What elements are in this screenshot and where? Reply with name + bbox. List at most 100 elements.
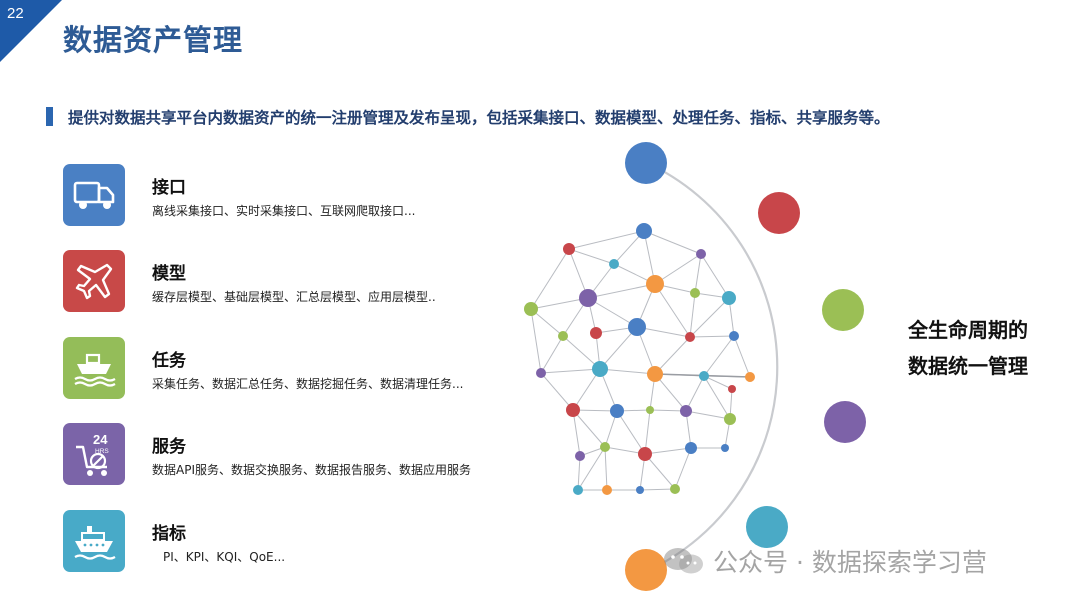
watermark-text: 公众号 · 数据探索学习营 <box>713 548 987 577</box>
network-node <box>646 406 654 414</box>
network-edge <box>599 326 638 370</box>
lifecycle-line-2: 数据统一管理 <box>908 354 1028 378</box>
network-edge <box>703 335 735 377</box>
lifecycle-circle <box>625 142 667 184</box>
network-edge <box>568 230 645 250</box>
network-edge <box>703 375 731 420</box>
network-edge <box>587 297 638 328</box>
network-edge <box>530 297 589 310</box>
category-desc: 采集任务、数据汇总任务、数据挖掘任务、数据清理任务... <box>152 377 464 391</box>
lifecycle-circle <box>625 549 667 591</box>
network-edge <box>654 283 691 338</box>
network-edge <box>530 308 542 374</box>
network-edge <box>700 253 730 299</box>
icon-24-text: 24 <box>93 432 108 447</box>
network-edge <box>639 488 676 491</box>
network-node <box>602 485 612 495</box>
network-node <box>573 485 583 495</box>
network-edge <box>703 375 733 390</box>
network-edge <box>694 253 702 294</box>
network-edge <box>599 368 656 375</box>
network-node <box>722 291 736 305</box>
network-node <box>696 249 706 259</box>
network-node <box>680 405 692 417</box>
category-title: 指标 <box>152 524 186 544</box>
network-node <box>685 332 695 342</box>
network-node <box>563 243 575 255</box>
network-edge <box>572 368 601 411</box>
network-edge <box>685 375 705 412</box>
lifecycle-circle <box>746 506 788 548</box>
lifecycle-caption: 全生命周期的 数据统一管理 <box>908 312 1028 384</box>
page-number: 22 <box>7 5 24 22</box>
network-edge <box>644 409 651 455</box>
category-title: 接口 <box>152 178 186 198</box>
category-desc: 缓存层模型、基础层模型、汇总层模型、应用层模型.. <box>152 290 436 304</box>
network-edge <box>649 409 687 412</box>
network-edge <box>654 336 691 375</box>
network-edge <box>562 335 601 370</box>
network-edge <box>643 230 656 285</box>
wechat-icon <box>664 548 703 574</box>
category-title: 模型 <box>152 264 186 284</box>
network-edge <box>540 368 601 374</box>
network-edge <box>572 409 618 412</box>
network-node <box>579 289 597 307</box>
network-edge <box>644 453 676 490</box>
network-node <box>729 331 739 341</box>
network-edge <box>572 409 581 457</box>
network-node <box>536 368 546 378</box>
category-desc: PI、KPI、KQI、QoE... <box>163 550 286 564</box>
network-node <box>590 327 602 339</box>
lifecycle-line-1: 全生命周期的 <box>908 318 1028 342</box>
network-edge <box>674 447 692 490</box>
network-node <box>600 442 610 452</box>
network-node <box>636 223 652 239</box>
network-edge <box>689 335 735 338</box>
ship-icon <box>63 337 125 399</box>
network-node <box>628 318 646 336</box>
category-title: 任务 <box>152 351 186 371</box>
network-edge <box>604 446 608 491</box>
truck-icon <box>63 164 125 226</box>
network-node <box>636 486 644 494</box>
network-edge <box>643 230 702 255</box>
data-network-graphic <box>524 142 866 591</box>
network-edge <box>654 373 687 412</box>
page-title: 数据资产管理 <box>63 23 244 57</box>
network-edge <box>689 292 696 338</box>
category-title: 服务 <box>152 437 186 457</box>
network-edge <box>733 335 751 378</box>
airplane-icon <box>63 250 125 312</box>
network-node <box>610 404 624 418</box>
network-node <box>685 442 697 454</box>
network-edge <box>577 446 606 491</box>
network-node <box>728 385 736 393</box>
network-node <box>745 372 755 382</box>
network-edge <box>685 410 692 449</box>
lifecycle-circle <box>824 401 866 443</box>
network-node <box>724 413 736 425</box>
network-edge <box>689 297 730 338</box>
page-number-badge <box>0 0 62 62</box>
network-edge <box>540 335 564 374</box>
network-node <box>592 361 608 377</box>
icon-hrs-text: HRS <box>95 448 109 455</box>
network-edge <box>572 409 606 448</box>
network-node <box>646 275 664 293</box>
network-node <box>721 444 729 452</box>
network-node <box>647 366 663 382</box>
network-node <box>558 331 568 341</box>
network-edge <box>654 253 702 285</box>
category-desc: 离线采集接口、实时采集接口、互联网爬取接口... <box>152 204 416 218</box>
cruise-ship-icon <box>63 510 125 572</box>
network-node <box>699 371 709 381</box>
network-node <box>690 288 700 298</box>
network-node <box>575 451 585 461</box>
lifecycle-circle <box>822 289 864 331</box>
network-edge <box>587 283 656 299</box>
page-subtitle: 提供对数据共享平台内数据资产的统一注册管理及发布呈现，包括采集接口、数据模型、处… <box>68 109 890 127</box>
network-node <box>638 447 652 461</box>
network-edge <box>644 447 692 455</box>
category-desc: 数据API服务、数据交换服务、数据报告服务、数据应用服务 <box>152 463 471 477</box>
